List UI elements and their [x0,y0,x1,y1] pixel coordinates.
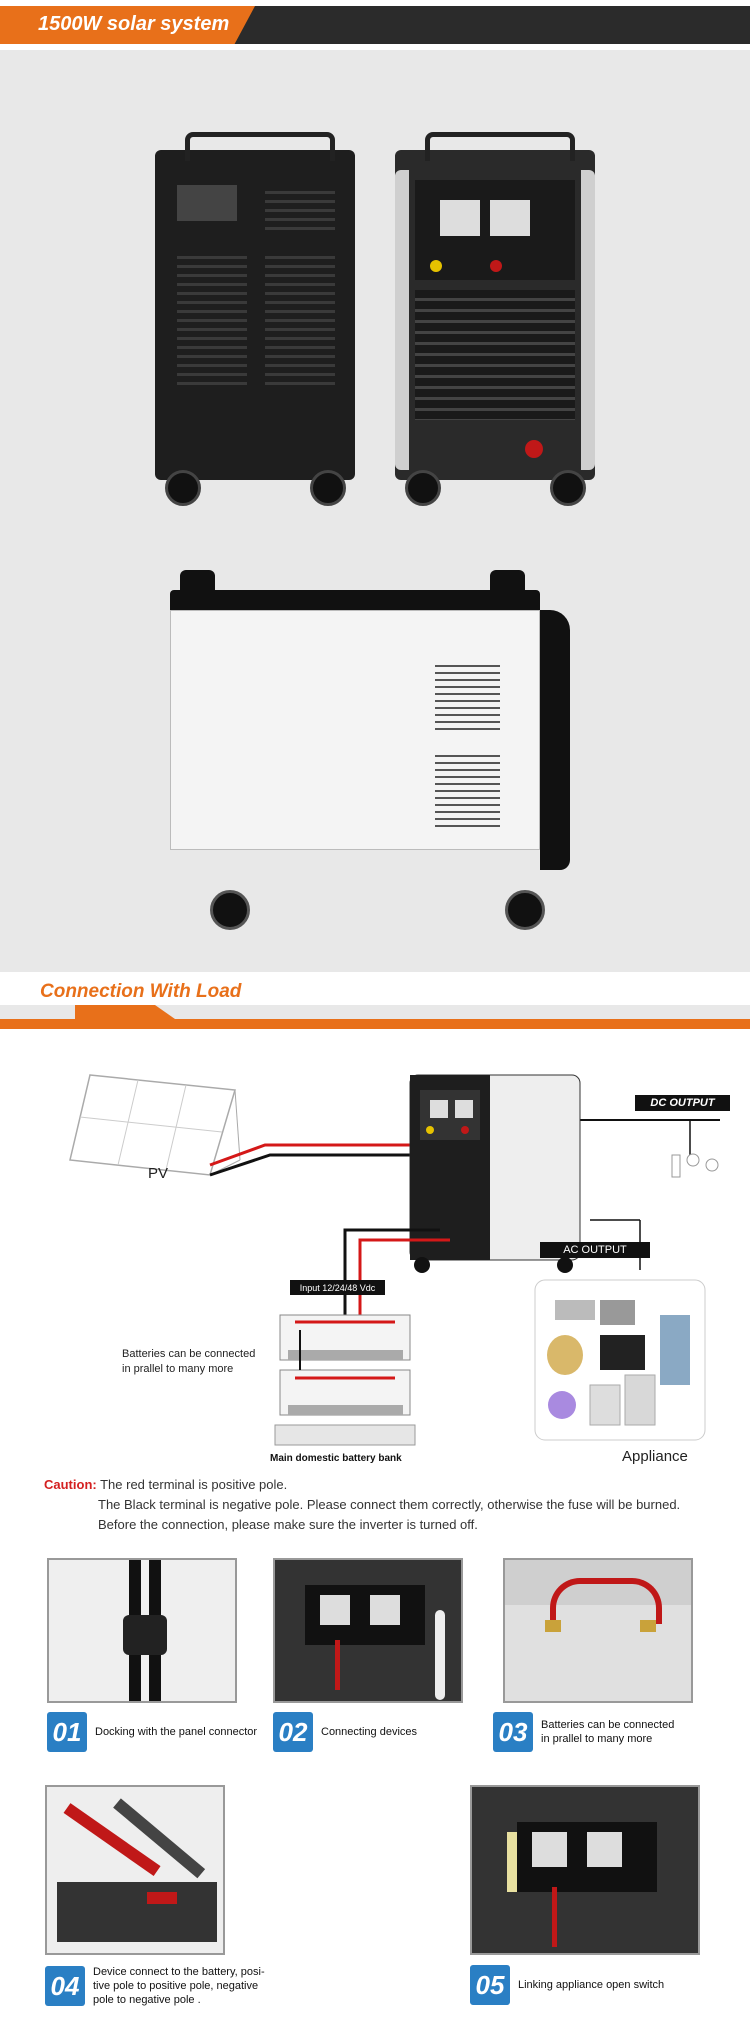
step-4-text-line2: tive pole to positive pole, negative [93,1980,259,1992]
pv-label: PV [148,1165,169,1182]
solar-panel-icon [69,1074,241,1176]
step-3-text-line2: in prallel to many more [541,1733,653,1745]
step-3-number: 03 [493,1712,533,1752]
step-4-text-line1: Device connect to the battery, posi- [93,1966,265,1978]
page-title: 1500W solar system [38,13,230,35]
step-1-text: Docking with the panel connector [95,1726,258,1738]
header-banner: 1500W solar system [0,0,750,50]
caution-line1: The red terminal is positive pole. [100,1477,288,1492]
step-4-text-line3: pole to negative pole . [93,1994,201,2006]
battery-bank-icon [274,1314,416,1446]
battery-bank-label: Main domestic battery bank [270,1453,402,1464]
step-4-photo [45,1785,225,1955]
dc-output-label: DC OUTPUT [650,1097,715,1109]
step-3-text-line1: Batteries can be connected [541,1719,675,1731]
step-4: 04 Device connect to the battery, posi- … [45,1965,265,2007]
step-1-number: 01 [47,1712,87,1752]
input-label: Input 12/24/48 Vdc [299,1282,376,1293]
appliance-label: Appliance [622,1448,688,1465]
dc-output-tag: DC OUTPUT [635,1095,730,1111]
step-3-text: Batteries can be connected in prallel to… [541,1718,674,1746]
step-1: 01 Docking with the panel connector [47,1712,257,1752]
step-3: 03 Batteries can be connected in prallel… [493,1712,674,1752]
battery-note: Batteries can be connected in prallel to… [122,1347,255,1377]
appliances-icon [547,1300,690,1426]
step-4-text: Device connect to the battery, posi- tiv… [93,1965,265,2007]
caution-label: Caution: [44,1477,97,1492]
step-1-photo [47,1558,237,1703]
ac-output-tag: AC OUTPUT [540,1242,650,1258]
inverter-front-view [395,132,595,506]
step-3-photo [503,1558,693,1703]
step-4-number: 04 [45,1966,85,2006]
input-tag: Input 12/24/48 Vdc [290,1280,385,1295]
caution-line3: Before the connection, please make sure … [98,1517,478,1532]
step-2-text: Connecting devices [321,1726,418,1738]
light-bulbs-icon [671,1153,719,1178]
inverter-side-view [170,550,570,930]
section-title: Connection With Load [40,981,242,1002]
section-header-connection: Connection With Load [0,975,750,1040]
caution-line2: The Black terminal is negative pole. Ple… [98,1497,681,1512]
step-5-number: 05 [470,1965,510,2005]
inverter-back-view [155,132,355,506]
step-5: 05 Linking appliance open switch [470,1965,664,2005]
step-5-photo [470,1785,700,1955]
step-5-text: Linking appliance open switch [518,1979,665,1991]
step-2-photo [273,1558,463,1703]
step-2: 02 Connecting devices [273,1712,417,1752]
connection-diagram: PV DC OUTPUT AC OUTPUT Input 12/24/48 Vd… [0,1060,750,1480]
step-2-number: 02 [273,1712,313,1752]
wiring-svg [69,1074,720,1446]
caution-block: Caution: The red terminal is positive po… [44,1475,734,1535]
battery-note-line2: in prallel to many more [122,1363,234,1375]
battery-note-line1: Batteries can be connected [122,1348,256,1360]
ac-output-label: AC OUTPUT [563,1244,627,1256]
product-photo-area [0,50,750,972]
